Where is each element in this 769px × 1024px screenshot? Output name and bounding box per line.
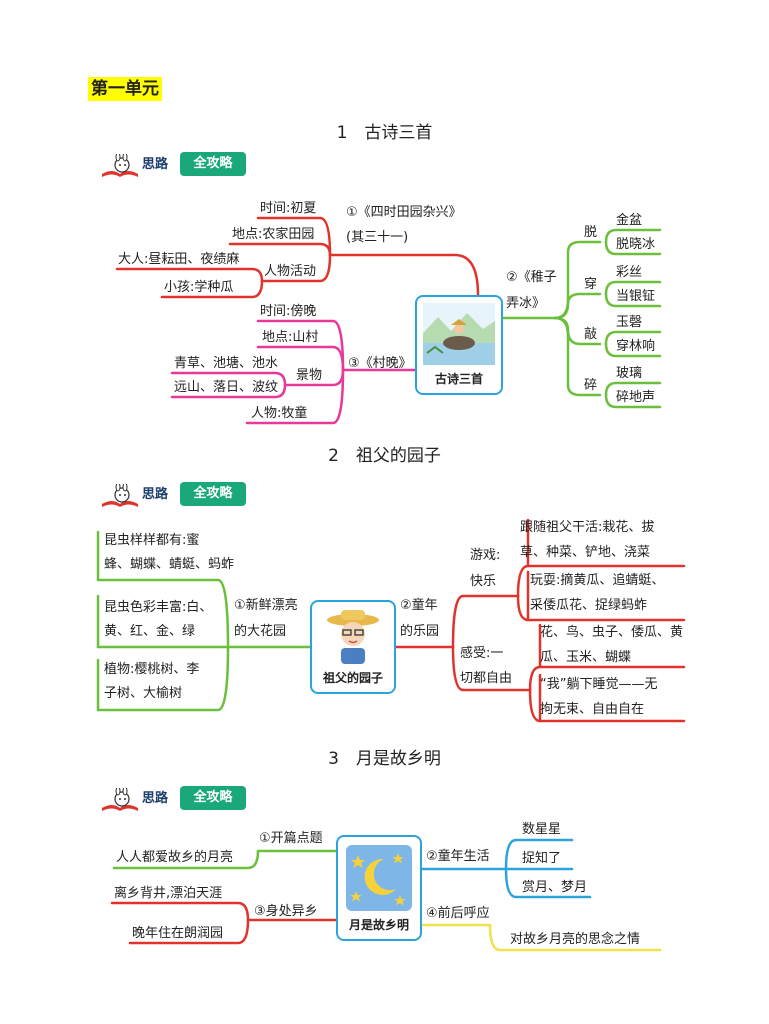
branch-item: 玩耍:摘黄瓜、追蜻蜓、 bbox=[530, 573, 665, 588]
poem3-scene-item: 远山、落日、波纹 bbox=[174, 380, 279, 395]
boy-hat-icon bbox=[327, 610, 379, 664]
poem3-scene: 景物 bbox=[296, 368, 323, 383]
poem1-activity: 人物活动 bbox=[264, 264, 317, 279]
strategy-badge: 思路 全攻略 bbox=[100, 782, 246, 816]
poem1-adult: 大人:昼耘田、夜绩麻 bbox=[118, 252, 240, 267]
badge-label-a: 思路 bbox=[140, 788, 171, 810]
branch-item: 离乡背井,漂泊天涯 bbox=[114, 886, 223, 901]
branch-item: 植物:樱桃树、李 bbox=[104, 662, 200, 677]
branch-title: ②童年生活 bbox=[426, 849, 490, 864]
poem2-detail: 彩丝 bbox=[616, 265, 643, 280]
poem2-detail: 玻璃 bbox=[616, 366, 643, 381]
poem2-detail: 玉磬 bbox=[616, 315, 643, 330]
badge-label-a: 思路 bbox=[140, 484, 171, 506]
book-rabbit-icon bbox=[102, 154, 138, 177]
moon-stars-icon bbox=[346, 845, 412, 911]
branch-title: ③身处异乡 bbox=[254, 904, 318, 919]
branch-item: “我”躺下睡觉——无 bbox=[540, 677, 658, 692]
branch-item: 蜂、蝴蝶、蜻蜓、蚂蚱 bbox=[104, 557, 235, 572]
lesson-title: 1 古诗三首 bbox=[336, 123, 433, 143]
center-node-label: 月是故乡明 bbox=[348, 918, 409, 932]
poem2-detail: 金盆 bbox=[616, 213, 643, 228]
lesson-title: 3 月是故乡明 bbox=[328, 749, 441, 769]
branch-item: 捉知了 bbox=[522, 851, 562, 866]
center-node: 古诗三首 bbox=[415, 295, 503, 395]
branch-item: 跟随祖父干活:栽花、拔 bbox=[520, 520, 655, 535]
lesson-title: 2 祖父的园子 bbox=[328, 446, 441, 466]
poem3-person: 人物:牧童 bbox=[251, 406, 308, 421]
strategy-badge: 思路 全攻略 bbox=[100, 478, 246, 512]
branch-item: 采倭瓜花、捉绿蚂蚱 bbox=[530, 598, 648, 613]
poem3-place: 地点:山村 bbox=[262, 330, 319, 345]
poem2-verb: 敲 bbox=[584, 327, 598, 342]
poem3-title: ③《村晚》 bbox=[348, 356, 412, 371]
branch-item: 晚年住在朗润园 bbox=[132, 926, 224, 941]
branch-title: 的大花园 bbox=[234, 624, 287, 639]
poem2-verb: 穿 bbox=[584, 277, 598, 292]
branch-title: ④前后呼应 bbox=[426, 906, 490, 921]
poem1-child: 小孩:学种瓜 bbox=[164, 280, 234, 295]
poem2-title: 弄冰》 bbox=[506, 296, 546, 311]
branch-item: 昆虫色彩丰富:白、 bbox=[104, 600, 213, 615]
poem2-title: ②《稚子 bbox=[506, 270, 557, 285]
badge-label-b: 全攻略 bbox=[180, 152, 246, 176]
branch-item: 对故乡月亮的思念之情 bbox=[510, 932, 641, 947]
sub-branch-title: 切都自由 bbox=[460, 671, 513, 686]
branch-item: 赏月、梦月 bbox=[522, 880, 588, 895]
poem2-detail: 碎地声 bbox=[616, 390, 656, 405]
branch-item: 草、种菜、铲地、浇菜 bbox=[520, 545, 651, 560]
branch-title: ②童年 bbox=[400, 598, 438, 613]
sub-branch-title: 快乐 bbox=[470, 574, 497, 589]
poem1-subtitle: (其三十一) bbox=[346, 230, 409, 245]
branch-item: 拘无束、自由自在 bbox=[540, 702, 645, 717]
strategy-badge: 思路 全攻略 bbox=[100, 148, 246, 182]
book-rabbit-icon bbox=[102, 788, 138, 811]
branch-title: ①开篇点题 bbox=[259, 831, 323, 846]
center-node: 祖父的园子 bbox=[310, 600, 396, 694]
unit-label: 第一单元 bbox=[88, 77, 162, 101]
branch-item: 子树、大榆树 bbox=[104, 686, 183, 701]
branch-item: 瓜、玉米、蝴蝶 bbox=[540, 650, 632, 665]
badge-label-b: 全攻略 bbox=[180, 786, 246, 810]
branch-title: ①新鲜漂亮 bbox=[234, 598, 298, 613]
center-node-label: 祖父的园子 bbox=[322, 671, 383, 685]
sub-branch-title: 感受:一 bbox=[460, 646, 504, 661]
poem3-scene-item: 青草、池塘、池水 bbox=[174, 356, 279, 371]
badge-label-a: 思路 bbox=[140, 154, 171, 176]
poem1-time: 时间:初夏 bbox=[260, 201, 317, 216]
poem2-detail: 穿林响 bbox=[616, 339, 656, 354]
branch-item: 人人都爱故乡的月亮 bbox=[116, 850, 234, 865]
poem1-place: 地点:农家田园 bbox=[232, 227, 315, 242]
poem2-verb: 脱 bbox=[584, 225, 598, 240]
poem2-detail: 脱晓冰 bbox=[616, 237, 656, 252]
center-node: 月是故乡明 bbox=[336, 835, 422, 941]
badge-label-b: 全攻略 bbox=[180, 482, 246, 506]
branch-item: 黄、红、金、绿 bbox=[104, 624, 196, 639]
poem3-time: 时间:傍晚 bbox=[260, 304, 317, 319]
poem1-title: ①《四时田园杂兴》 bbox=[346, 205, 462, 220]
farmer-buffalo-icon bbox=[423, 303, 495, 365]
sub-branch-title: 游戏: bbox=[470, 548, 501, 563]
poem2-verb: 碎 bbox=[584, 378, 598, 393]
branch-item: 昆虫样样都有:蜜 bbox=[104, 533, 200, 548]
book-rabbit-icon bbox=[102, 484, 138, 507]
center-node-label: 古诗三首 bbox=[434, 372, 483, 386]
poem2-detail: 当银钲 bbox=[616, 289, 656, 304]
branch-title: 的乐园 bbox=[400, 624, 440, 639]
branch-item: 数星星 bbox=[522, 822, 562, 837]
branch-item: 花、鸟、虫子、倭瓜、黄 bbox=[540, 625, 684, 640]
